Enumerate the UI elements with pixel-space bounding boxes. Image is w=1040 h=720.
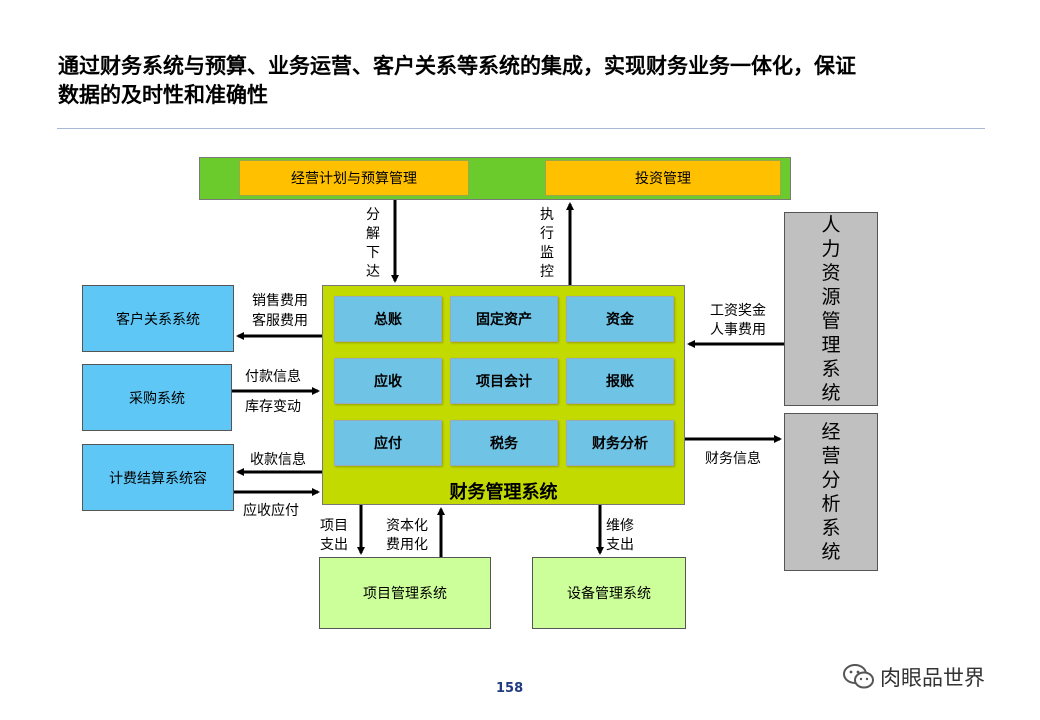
finance-system-title: 财务管理系统 xyxy=(449,482,558,503)
budget-management-box: 经营计划与预算管理 xyxy=(239,160,469,196)
hr-cost-label: 人事费用 xyxy=(710,322,766,338)
module-general-ledger: 总账 xyxy=(334,296,442,342)
decompose-label: 分解下达 xyxy=(366,207,380,280)
hr-system-box: 人力资源管理系统 xyxy=(784,212,878,406)
module-tax: 税务 xyxy=(450,420,558,466)
module-treasury: 资金 xyxy=(566,296,674,342)
page-number: 158 xyxy=(496,681,524,696)
module-financial-analysis: 财务分析 xyxy=(566,420,674,466)
project-expense-label-2: 支出 xyxy=(320,537,348,553)
capex-label-2: 费用化 xyxy=(386,537,428,553)
business-analysis-system-box: 经营分析系统 xyxy=(784,413,878,571)
project-expense-label-1: 项目 xyxy=(320,518,348,534)
module-fixed-assets: 固定资产 xyxy=(450,296,558,342)
module-project-accounting: 项目会计 xyxy=(450,358,558,404)
project-management-system-box: 项目管理系统 xyxy=(319,557,491,629)
payment-info-label: 付款信息 xyxy=(245,369,301,385)
collection-info-label: 收款信息 xyxy=(250,452,306,468)
investment-management-box: 投资管理 xyxy=(545,160,781,196)
module-reimbursement: 报账 xyxy=(566,358,674,404)
watermark-text: 肉眼品世界 xyxy=(880,666,985,690)
inventory-change-label: 库存变动 xyxy=(245,399,301,415)
module-receivables: 应收 xyxy=(334,358,442,404)
capex-label-1: 资本化 xyxy=(386,518,428,534)
module-payables: 应付 xyxy=(334,420,442,466)
equipment-management-system-box: 设备管理系统 xyxy=(532,557,686,629)
ar-ap-label: 应收应付 xyxy=(243,503,299,519)
execute-monitor-label: 执行监控 xyxy=(540,207,554,280)
finance-info-label: 财务信息 xyxy=(705,451,761,467)
maintenance-label-2: 支出 xyxy=(606,537,634,553)
wechat-icon xyxy=(843,664,874,689)
billing-system-box: 计费结算系统容 xyxy=(82,444,234,511)
purchase-system-box: 采购系统 xyxy=(82,364,232,431)
service-cost-label: 客服费用 xyxy=(252,313,308,329)
title-divider xyxy=(57,128,985,129)
crm-system-box: 客户关系系统 xyxy=(82,285,234,352)
salary-bonus-label: 工资奖金 xyxy=(710,303,766,319)
sales-cost-label: 销售费用 xyxy=(252,293,308,309)
maintenance-label-1: 维修 xyxy=(606,518,634,534)
page-title: 通过财务系统与预算、业务运营、客户关系等系统的集成，实现财务业务一体化，保证数据… xyxy=(58,54,856,107)
